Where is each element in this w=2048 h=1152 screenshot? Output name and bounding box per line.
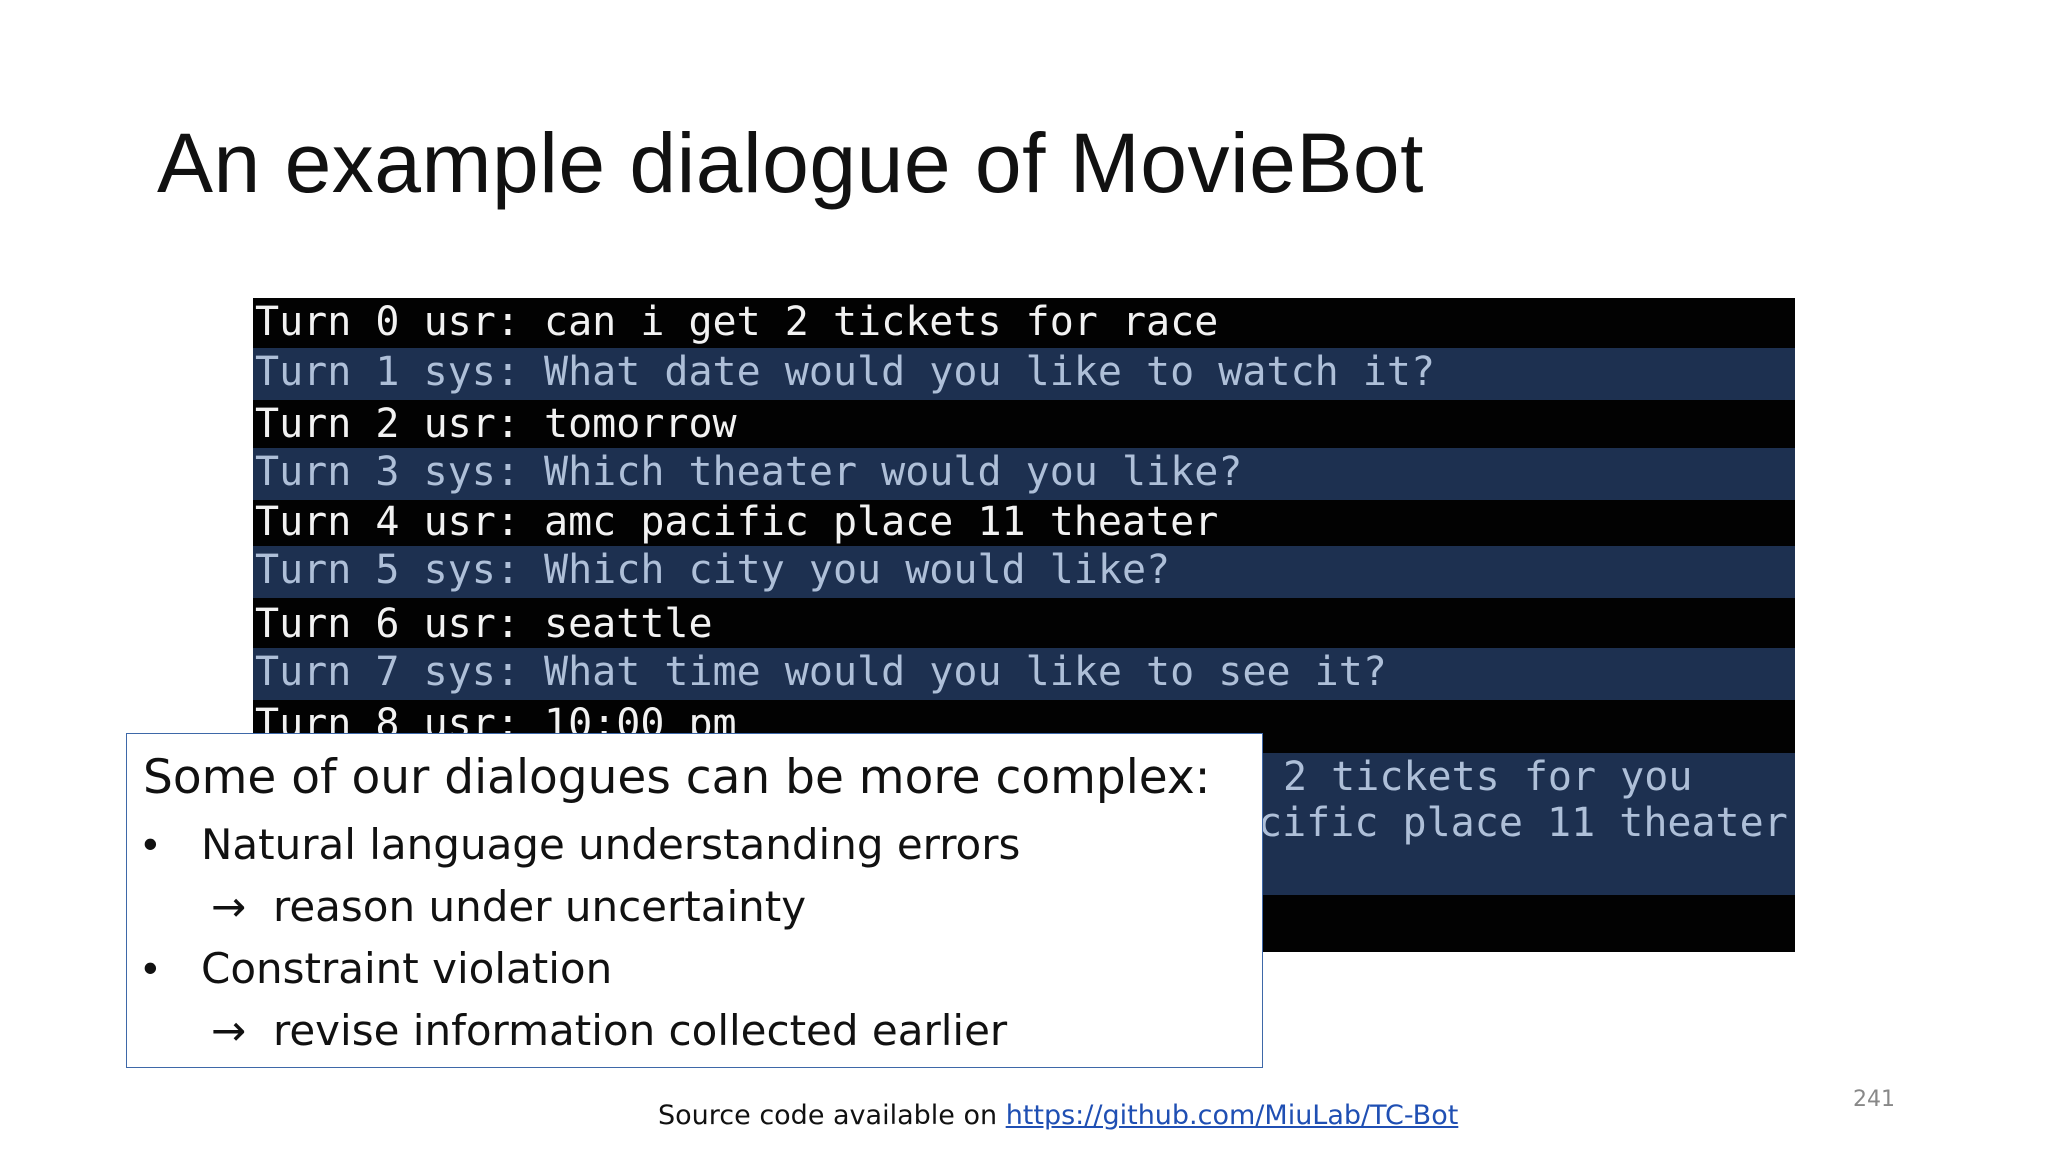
- turn-text: Turn 3 sys: Which theater would you like…: [255, 449, 1243, 495]
- bullet-constraint-violation: Constraint violation: [201, 944, 613, 993]
- turn-text: Turn 7 sys: What time would you like to …: [255, 649, 1387, 695]
- partial-line-1: 2 tickets for you: [1283, 754, 1693, 800]
- bullet-nlu-errors: Natural language understanding errors: [201, 820, 1021, 869]
- slide-title: An example dialogue of MovieBot: [157, 116, 1424, 210]
- turn-text: Turn 6 usr: seattle: [255, 601, 713, 647]
- turn-text: Turn 5 sys: Which city you would like?: [255, 547, 1171, 593]
- arrow-right-icon: →: [211, 1006, 247, 1055]
- partial-line-2: cific place 11 theater: [1258, 800, 1788, 846]
- dialogue-turn-0: Turn 0 usr: can i get 2 tickets for race: [253, 298, 1795, 346]
- sub-reason-uncertainty: reason under uncertainty: [273, 882, 807, 931]
- turn-text: Turn 1 sys: What date would you like to …: [255, 349, 1436, 395]
- dialogue-turn-5: Turn 5 sys: Which city you would like?: [253, 546, 1795, 598]
- arrow-right-icon: →: [211, 882, 247, 931]
- dialogue-turn-2: Turn 2 usr: tomorrow: [253, 400, 1795, 448]
- dialogue-turn-4: Turn 4 usr: amc pacific place 11 theater: [253, 498, 1795, 546]
- page-number: 241: [1853, 1087, 1895, 1112]
- turn-text: Turn 0 usr: can i get 2 tickets for race: [255, 299, 1219, 345]
- complexity-callout-box: Some of our dialogues can be more comple…: [126, 733, 1263, 1068]
- turn-text: Turn 2 usr: tomorrow: [255, 401, 737, 447]
- bullet-icon: •: [143, 944, 158, 991]
- callout-heading: Some of our dialogues can be more comple…: [143, 750, 1211, 805]
- sub-revise-information: revise information collected earlier: [273, 1006, 1008, 1055]
- dialogue-turn-3: Turn 3 sys: Which theater would you like…: [253, 448, 1795, 500]
- source-code-note: Source code available on https://github.…: [658, 1100, 1458, 1131]
- turn-text: Turn 4 usr: amc pacific place 11 theater: [255, 499, 1219, 545]
- dialogue-turn-7: Turn 7 sys: What time would you like to …: [253, 648, 1795, 700]
- dialogue-turn-1: Turn 1 sys: What date would you like to …: [253, 348, 1795, 400]
- dialogue-turn-6: Turn 6 usr: seattle: [253, 600, 1795, 648]
- bullet-icon: •: [143, 820, 158, 867]
- terminal-window: Turn 0 usr: can i get 2 tickets for race…: [253, 298, 1795, 952]
- github-link[interactable]: https://github.com/MiuLab/TC-Bot: [1005, 1100, 1459, 1131]
- source-prefix: Source code available on: [658, 1100, 1006, 1131]
